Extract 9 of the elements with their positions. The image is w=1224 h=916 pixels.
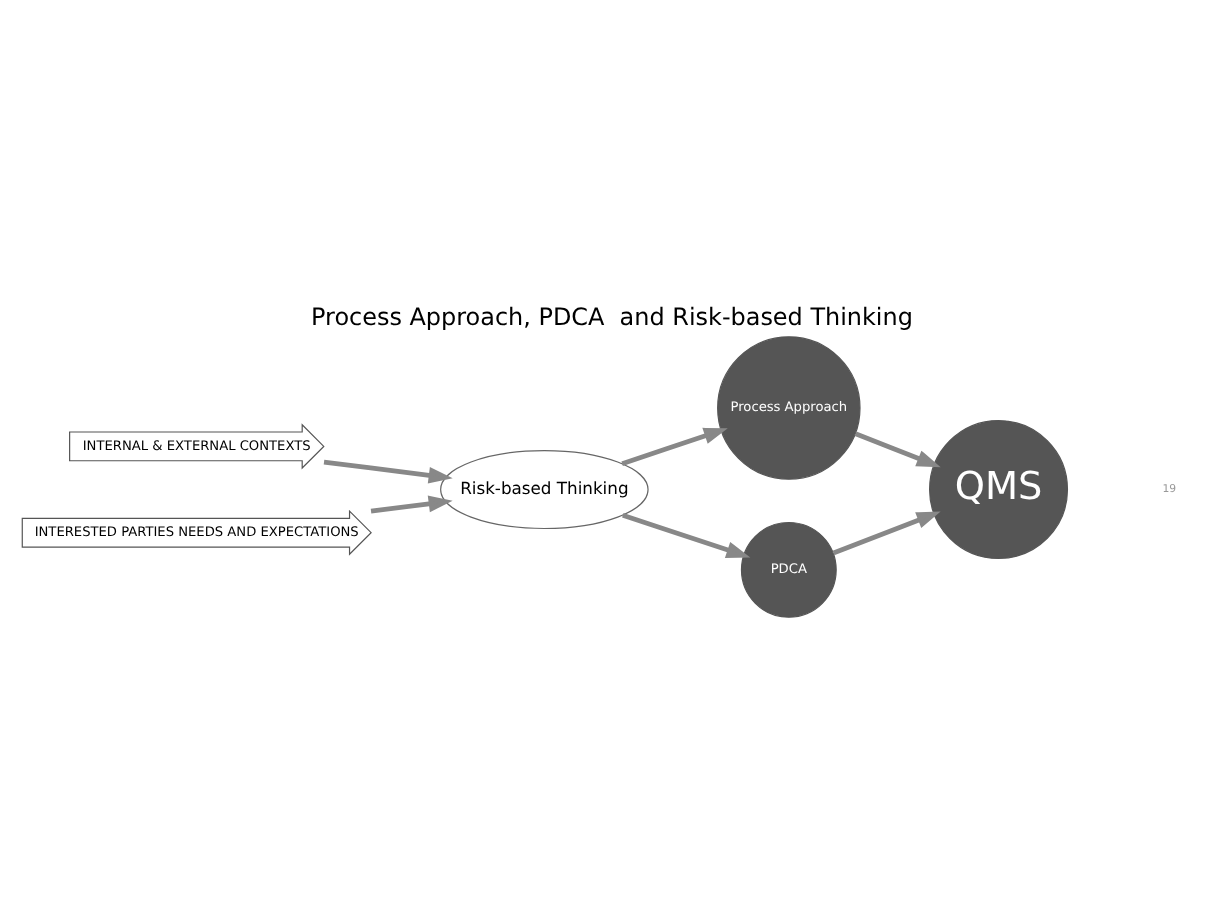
arrow [622,511,751,557]
node-circle: QMS [929,419,1069,559]
diagram-title: Process Approach, PDCA and Risk-based Thinking [311,301,913,330]
arrow [832,510,941,555]
arrow [370,494,453,513]
arrow [323,458,453,483]
arrow [854,430,941,467]
node-ellipse: Risk-based Thinking [440,448,649,529]
arrow [621,426,728,465]
